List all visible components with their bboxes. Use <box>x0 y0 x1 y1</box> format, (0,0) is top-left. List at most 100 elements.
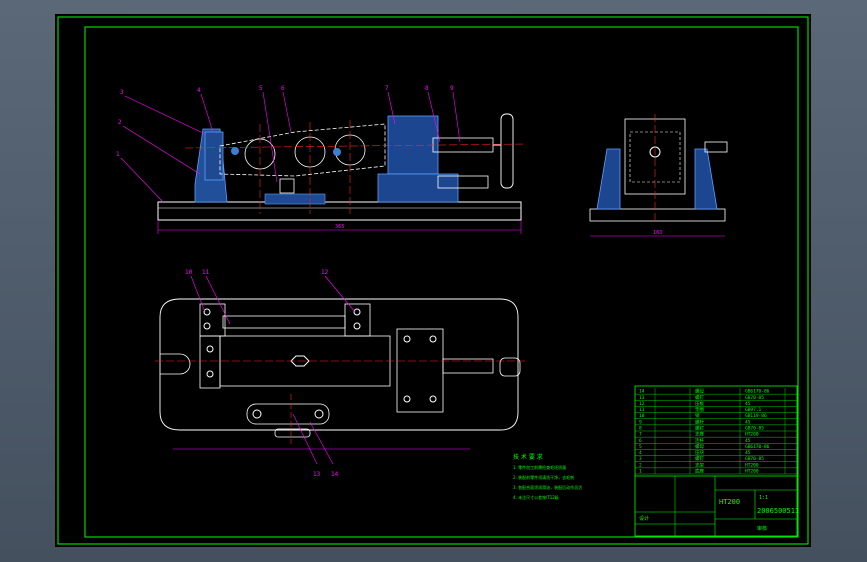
front-view: 365 3 2 1 4 5 <box>116 85 526 234</box>
svg-text:14: 14 <box>331 471 339 478</box>
parts-list-row: 10 销 GB119-86 <box>639 412 767 419</box>
part-name: 螺钉 <box>695 394 704 401</box>
notes-line-1: 1. 零件加工前需检查毛坯质量 <box>513 464 566 470</box>
part-standard: GB70-85 <box>745 395 764 401</box>
part-name: 螺钉 <box>695 455 704 462</box>
part-name: 支架 <box>695 461 704 468</box>
part-name: 螺钉 <box>695 425 704 432</box>
top-leaders <box>190 275 356 465</box>
part-standard: GB119-86 <box>745 413 767 419</box>
parts-list-row: 8 螺钉 GB70-85 <box>639 425 764 432</box>
svg-text:13: 13 <box>313 471 321 478</box>
svg-text:2: 2 <box>118 119 122 126</box>
front-leaders <box>120 91 461 203</box>
side-dim-text: 160 <box>653 230 663 236</box>
drawing-number: 2006500511 <box>757 507 799 515</box>
part-number: 13 <box>639 395 645 401</box>
material-text: HT200 <box>719 498 740 506</box>
part-number: 10 <box>639 413 645 419</box>
part-name: 垫圈 <box>695 406 704 413</box>
part-number: 3 <box>639 456 642 462</box>
part-number: 8 <box>639 426 642 432</box>
svg-text:9: 9 <box>450 85 454 92</box>
part-standard: HT200 <box>745 432 759 438</box>
part-number: 9 <box>639 419 642 425</box>
parts-list-row: 13 螺钉 GB70-85 <box>639 394 764 401</box>
part-name: 螺母 <box>695 388 704 395</box>
part-number: 6 <box>639 438 642 444</box>
top-view: 10 11 12 13 14 <box>155 269 525 478</box>
part-name: 销 <box>695 412 700 419</box>
part-name: 底座 <box>695 468 704 475</box>
svg-text:3: 3 <box>120 89 124 96</box>
part-number: 7 <box>639 432 642 438</box>
part-number: 2 <box>639 462 642 468</box>
part-number: 14 <box>639 389 645 395</box>
parts-list-row: 5 螺母 GB6170-86 <box>639 443 770 450</box>
part-standard: 45 <box>745 419 751 425</box>
technical-notes: 技 术 要 求 1. 零件加工前需检查毛坯质量 2. 装配前零件须清洗干净，去毛… <box>513 453 582 500</box>
base-outline <box>159 298 519 431</box>
parts-list-row: 14 螺母 GB6170-86 <box>639 388 770 395</box>
svg-text:5: 5 <box>259 85 263 92</box>
front-balloons: 3 2 1 4 5 6 7 8 9 <box>116 85 454 158</box>
base-plate <box>157 201 522 221</box>
notes-line-4: 4. 未注尺寸公差按IT12级 <box>513 494 559 500</box>
check-label: 审核 <box>757 525 767 532</box>
part-name: 压块 <box>695 449 704 456</box>
notes-title: 技 术 要 求 <box>513 453 543 461</box>
parts-list-row: 9 螺杆 45 <box>639 418 751 425</box>
svg-text:12: 12 <box>321 269 329 276</box>
svg-text:1: 1 <box>116 151 120 158</box>
lever-body <box>219 123 386 177</box>
notes-line-3: 3. 各配合面涂润滑油，装配后动作灵活 <box>513 484 582 490</box>
outer-frame <box>57 16 809 545</box>
part-standard: HT200 <box>745 462 759 468</box>
svg-text:7: 7 <box>385 85 389 92</box>
part-name: 连杆 <box>695 437 704 444</box>
part-standard: GB97.1 <box>745 407 762 413</box>
svg-text:10: 10 <box>185 269 193 276</box>
front-dim-text: 365 <box>335 224 345 230</box>
part-name: 螺杆 <box>695 418 704 425</box>
part-standard: GB70-85 <box>745 456 764 462</box>
top-balloons: 10 11 12 13 14 <box>185 269 339 478</box>
part-standard: GB70-85 <box>745 426 764 432</box>
centerline-h <box>184 143 526 149</box>
title-block: HT200 2006500511 1:1 审核 设计 14 螺母 GB6170-86… <box>634 385 799 537</box>
inner-frame <box>84 26 799 538</box>
drawing-sheet: 365 3 2 1 4 5 <box>55 14 811 547</box>
part-name: 压板 <box>695 400 704 407</box>
part-standard: GB6170-86 <box>745 389 770 395</box>
part-number: 12 <box>639 401 645 407</box>
assembly-drawing: 365 3 2 1 4 5 <box>57 16 809 545</box>
svg-text:11: 11 <box>202 269 210 276</box>
svg-text:8: 8 <box>425 85 429 92</box>
side-base <box>589 208 726 222</box>
parts-list-row: 12 压板 45 <box>639 400 751 407</box>
scale-label: 1:1 <box>759 495 768 501</box>
part-standard: GB6170-86 <box>745 444 770 450</box>
svg-text:6: 6 <box>281 85 285 92</box>
part-standard: HT200 <box>745 469 759 475</box>
part-name: 支座 <box>695 431 704 438</box>
svg-text:4: 4 <box>197 87 201 94</box>
parts-list-row: 1 底座 HT200 <box>639 468 759 475</box>
part-name: 螺母 <box>695 443 704 450</box>
parts-list-row: 3 螺钉 GB70-85 <box>639 455 764 462</box>
part-standard: 45 <box>745 450 751 456</box>
part-standard: 45 <box>745 401 751 407</box>
handle-knob <box>500 113 514 189</box>
side-view: 160 <box>589 114 728 237</box>
designer-label: 设计 <box>639 515 649 522</box>
parts-list-row: 7 支座 HT200 <box>639 431 759 438</box>
part-number: 5 <box>639 444 642 450</box>
notes-line-2: 2. 装配前零件须清洗干净，去毛刺 <box>513 474 574 480</box>
part-number: 1 <box>639 469 642 475</box>
parts-list-row: 2 支架 HT200 <box>639 461 759 468</box>
